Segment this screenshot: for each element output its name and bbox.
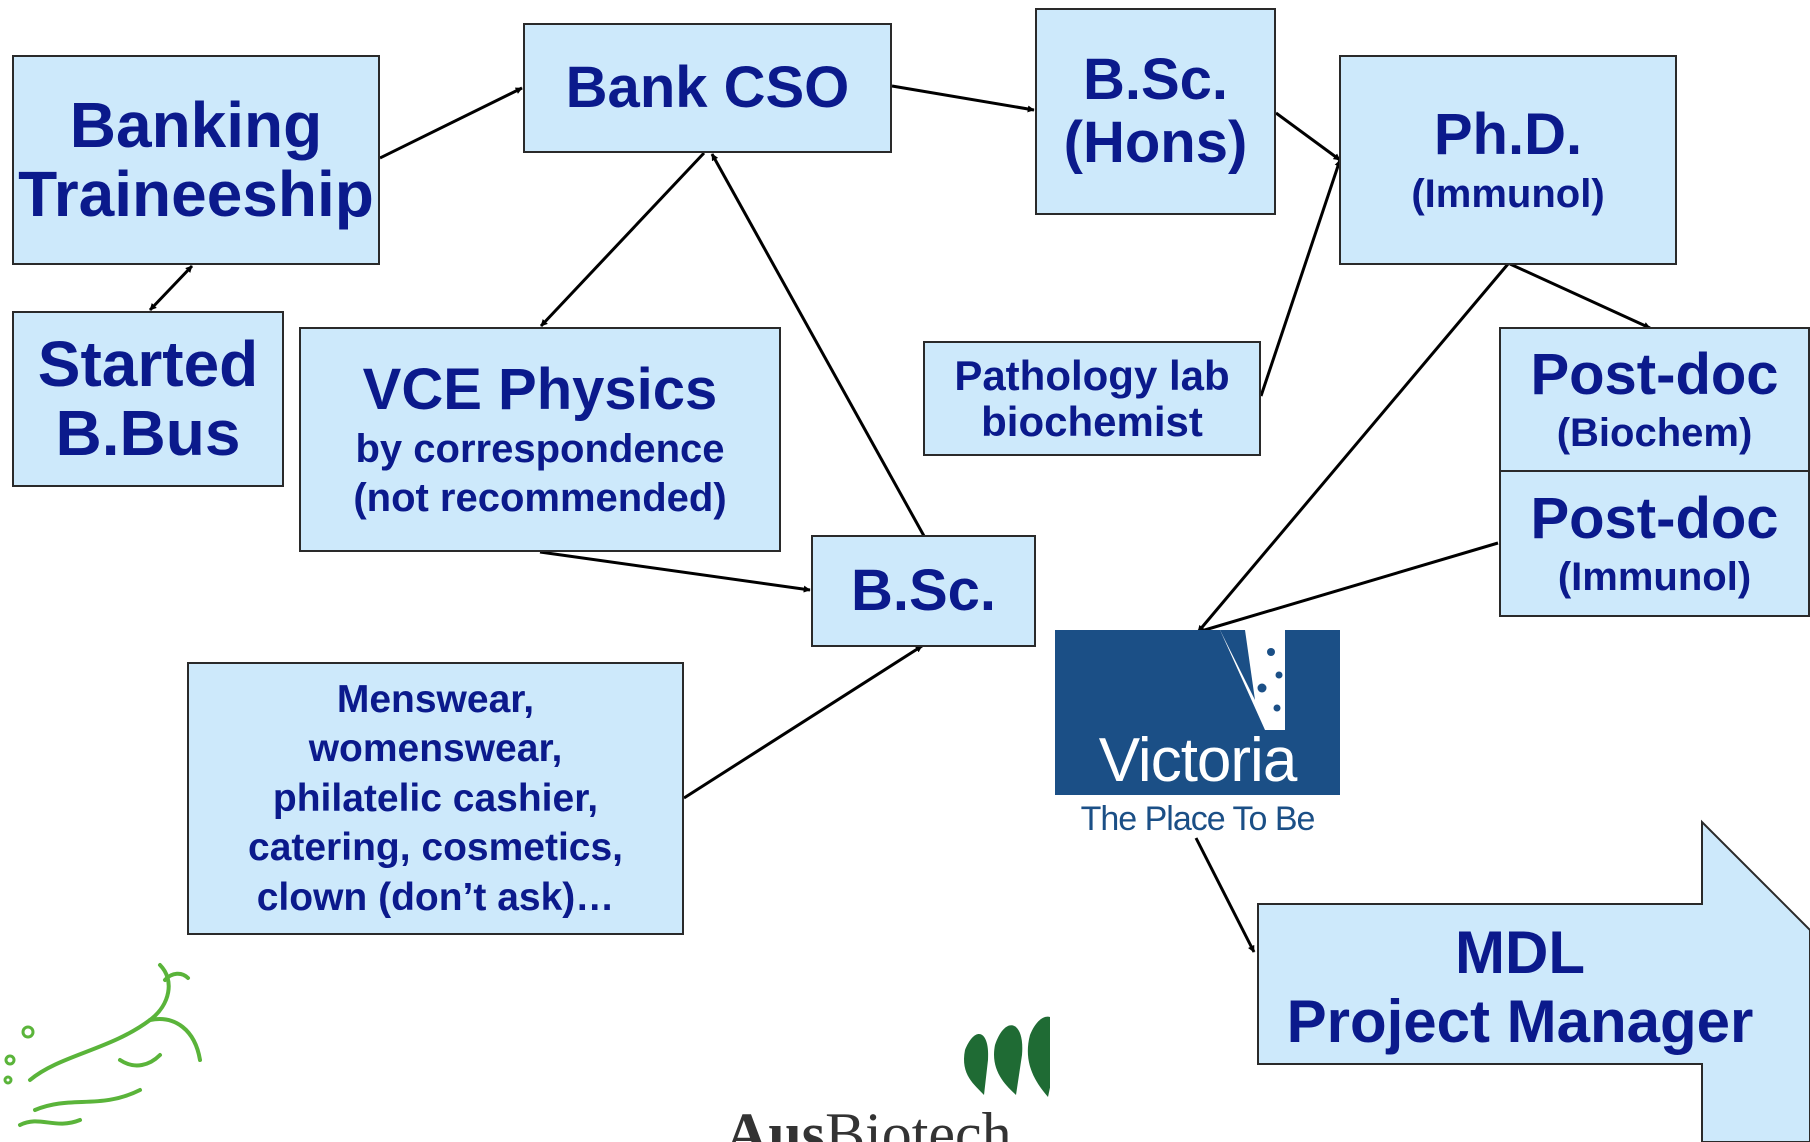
arrow-cso-to-hons bbox=[891, 84, 1035, 113]
victoria-tagline: The Place To Be bbox=[1080, 800, 1316, 838]
retail-line-2: womenswear, bbox=[308, 727, 563, 771]
arrow-hons-to-phd bbox=[1275, 111, 1341, 162]
victoria-v-star-icon bbox=[1220, 630, 1285, 730]
arrow-postdoc-to-victoria bbox=[1197, 541, 1499, 634]
bsc-hons-box: B.Sc. (Hons) bbox=[1035, 8, 1276, 215]
phd-field-label: (Immunol) bbox=[1411, 171, 1605, 216]
bsc-box: B.Sc. bbox=[811, 535, 1036, 647]
pathology-box: Pathology lab biochemist bbox=[923, 341, 1261, 456]
started-bbus-box: Started B.Bus bbox=[12, 311, 284, 487]
arrow-victoria-to-mdl bbox=[1194, 837, 1256, 953]
postdoc-immunol-label: Post-doc bbox=[1530, 485, 1779, 551]
started-label: Started bbox=[37, 327, 259, 400]
retail-line-3: philatelic cashier, bbox=[272, 776, 599, 820]
ausbiotech-bold-part: Aus bbox=[725, 1101, 826, 1142]
arrow-phd-to-postdoc bbox=[1509, 262, 1651, 330]
victoria-wordmark: Victoria bbox=[1098, 726, 1298, 795]
arrow-vce-to-bsc bbox=[539, 550, 811, 593]
bank-cso-box: Bank CSO bbox=[523, 23, 892, 153]
phd-label: Ph.D. bbox=[1433, 102, 1583, 168]
retail-line-1: Menswear, bbox=[336, 677, 535, 721]
arrow-phd-to-victoria bbox=[1196, 263, 1510, 633]
ausbiotech-wordmark: AusBiotech bbox=[725, 1100, 1012, 1142]
banking-label: Banking bbox=[69, 88, 323, 161]
traineeship-label: Traineeship bbox=[18, 158, 374, 230]
pathology-label-1: Pathology lab bbox=[954, 352, 1230, 400]
postdoc-immunol-box: Post-doc (Immunol) bbox=[1499, 470, 1810, 617]
arrow-banking-bbus bbox=[148, 264, 194, 312]
retail-jobs-box: Menswear, womenswear, philatelic cashier… bbox=[187, 662, 684, 935]
platypus-logo-icon bbox=[3, 963, 202, 1127]
ausbiotech-leaf-icon bbox=[964, 1016, 1050, 1097]
victoria-logo: Victoria The Place To Be bbox=[1055, 630, 1340, 840]
retail-line-5: clown (don’t ask)… bbox=[256, 875, 615, 919]
project-manager-label: Project Manager bbox=[1286, 988, 1754, 1055]
victoria-logo-panel: Victoria bbox=[1055, 630, 1340, 795]
phd-box: Ph.D. (Immunol) bbox=[1339, 55, 1677, 265]
postdoc-biochem-field: (Biochem) bbox=[1556, 411, 1753, 456]
ausbiotech-logo: AusBiotech bbox=[720, 1005, 1050, 1142]
bsc-label: B.Sc. bbox=[850, 557, 997, 623]
mdl-label-group: MDL Project Manager bbox=[1260, 912, 1780, 1062]
postdoc-biochem-label: Post-doc bbox=[1530, 341, 1779, 407]
by-correspondence-label: by correspondence bbox=[355, 426, 725, 471]
arrow-banking-to-cso bbox=[379, 86, 523, 160]
postdoc-biochem-box: Post-doc (Biochem) bbox=[1499, 327, 1810, 472]
arrow-cso-to-vce bbox=[539, 151, 706, 328]
retail-line-4: catering, cosmetics, bbox=[248, 826, 623, 870]
postdoc-immunol-field: (Immunol) bbox=[1557, 555, 1752, 600]
not-recommended-label: (not recommended) bbox=[353, 475, 727, 520]
arrow-bsc-to-cso bbox=[710, 153, 926, 537]
vce-physics-label: VCE Physics bbox=[362, 357, 718, 422]
ausbiotech-regular-part: Biotech bbox=[825, 1101, 1012, 1142]
pathology-label-2: biochemist bbox=[981, 397, 1203, 445]
vce-physics-box: VCE Physics by correspondence (not recom… bbox=[299, 327, 781, 552]
bsc-hons-label-1: B.Sc. bbox=[1082, 46, 1229, 112]
banking-traineeship-box: Banking Traineeship bbox=[12, 55, 380, 265]
mdl-block-arrow bbox=[1257, 819, 1810, 1142]
bsc-hons-label-2: (Hons) bbox=[1063, 109, 1248, 175]
mdl-label: MDL bbox=[1455, 919, 1585, 986]
arrow-retail-to-bsc bbox=[683, 644, 923, 800]
bbus-label: B.Bus bbox=[55, 397, 241, 469]
arrow-pathology-to-phd bbox=[1259, 159, 1342, 397]
bank-cso-label: Bank CSO bbox=[565, 54, 850, 120]
